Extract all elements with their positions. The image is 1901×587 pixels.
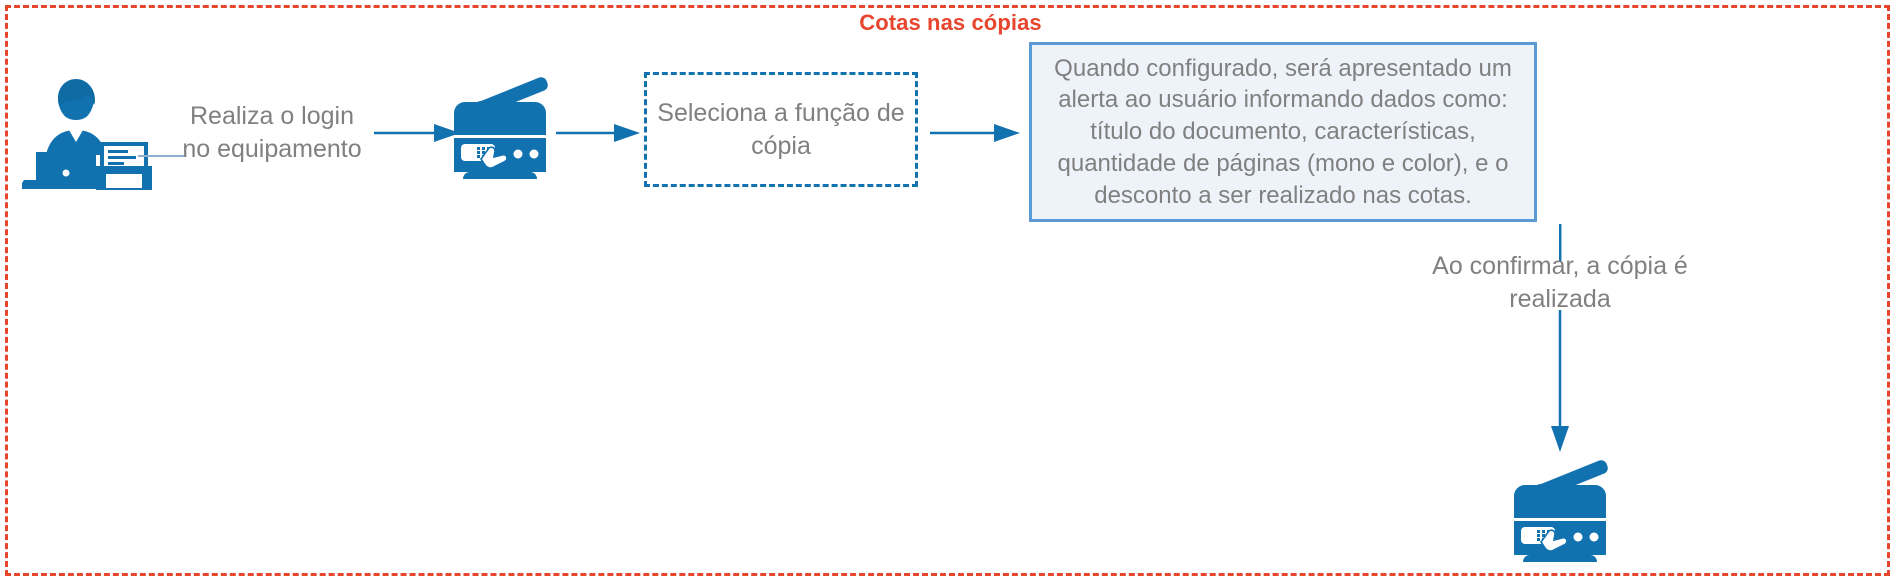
multifunction-copier-icon-bottom	[1508, 458, 1612, 568]
multifunction-copier-icon-top	[448, 75, 552, 185]
connector-copier-to-copy-step	[556, 120, 640, 146]
step-copy-function-label: Seleciona a função de cópia	[657, 99, 905, 160]
connector-copy-step-to-info	[930, 120, 1020, 146]
connector-info-to-confirm	[1558, 224, 1562, 262]
label-confirm-copy: Ao confirmar, a cópia é realizada	[1432, 252, 1688, 313]
connector-user-to-login	[138, 145, 184, 157]
page-title: Cotas nas cópias	[859, 10, 1042, 35]
info-alert-box[interactable]: Quando configurado, será apresentado um …	[1029, 42, 1537, 222]
label-login: Realiza o login no equipamento	[182, 102, 362, 163]
step-select-copy-function[interactable]: Seleciona a função de cópia	[644, 72, 918, 187]
connector-confirm-to-copier-bottom	[1546, 310, 1574, 452]
person-at-laptop-with-printer-icon	[18, 78, 152, 190]
connector-login-to-copier	[374, 120, 460, 146]
info-alert-text: Quando configurado, será apresentado um …	[1054, 54, 1512, 209]
diagram-outer-frame	[5, 5, 1890, 576]
